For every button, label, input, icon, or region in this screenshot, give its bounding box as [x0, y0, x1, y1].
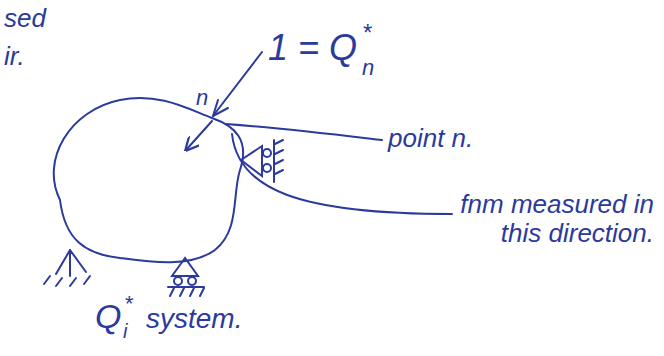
- system-label: system.: [146, 304, 242, 335]
- superscript: *: [124, 292, 133, 316]
- leader-line: [226, 124, 382, 140]
- subscript: n: [362, 56, 374, 80]
- roller-support: [241, 140, 283, 182]
- superscript: *: [362, 20, 371, 46]
- direction-arrow: [186, 121, 212, 150]
- pin-support: [44, 250, 90, 286]
- note-text: sed: [4, 4, 46, 33]
- system-label: Q: [95, 298, 121, 335]
- subscript: i: [123, 320, 127, 342]
- note-text: ir.: [4, 42, 25, 71]
- annotation: fnm measured in this direction.: [426, 190, 654, 247]
- structure-outline: [54, 98, 243, 262]
- point-label: n: [196, 86, 208, 110]
- load-label: 1 = Q: [268, 28, 357, 68]
- roller-support: [168, 258, 204, 296]
- annotation: point n.: [388, 124, 473, 153]
- load-arrow-head: [213, 100, 228, 116]
- load-arrow: [213, 52, 262, 116]
